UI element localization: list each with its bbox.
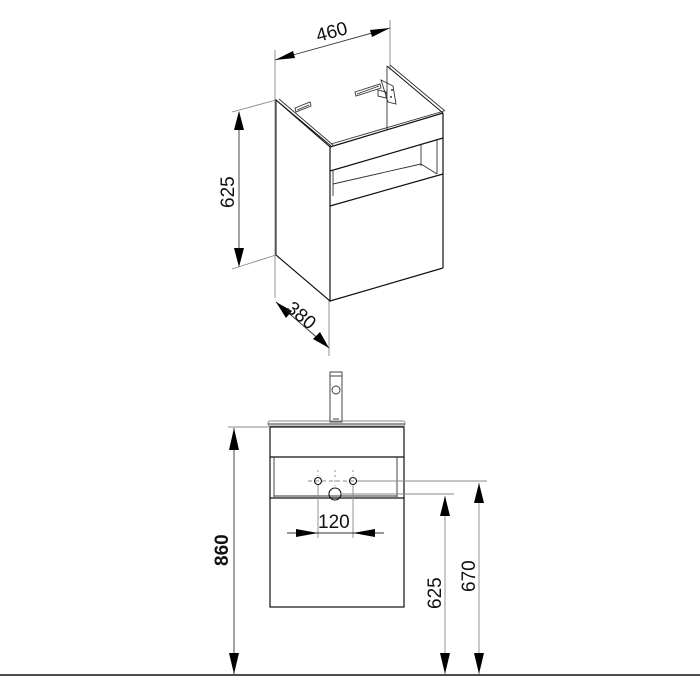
drain-height-label: 625 xyxy=(425,577,446,609)
wall-bracket-right xyxy=(354,79,397,105)
supply-height-label: 670 xyxy=(459,560,480,592)
depth-dimension: 380 xyxy=(275,298,330,356)
total-height-dimension: 860 xyxy=(212,426,270,674)
connection-holes xyxy=(308,470,360,501)
faucet xyxy=(329,371,343,423)
wall-bracket-left xyxy=(294,101,312,113)
cabinet-isometric xyxy=(275,64,446,303)
drain-height-dimension: 625 xyxy=(341,493,454,674)
supply-hole-left xyxy=(313,476,323,486)
hole-spacing-dimension: 120 xyxy=(287,485,384,538)
supply-height-dimension: 670 xyxy=(357,480,487,674)
front-view: 120 860 625 670 xyxy=(0,371,700,676)
depth-label: 380 xyxy=(282,298,320,334)
width-label: 460 xyxy=(314,18,350,46)
cabinet-front xyxy=(269,426,405,608)
hole-spacing-label: 120 xyxy=(318,512,350,533)
basin-top xyxy=(267,420,406,427)
isometric-view: 460 625 380 xyxy=(218,18,446,356)
supply-hole-right xyxy=(348,476,358,486)
height-dimension: 625 xyxy=(218,99,277,270)
total-height-label: 860 xyxy=(212,534,233,566)
height-label: 625 xyxy=(218,176,239,208)
